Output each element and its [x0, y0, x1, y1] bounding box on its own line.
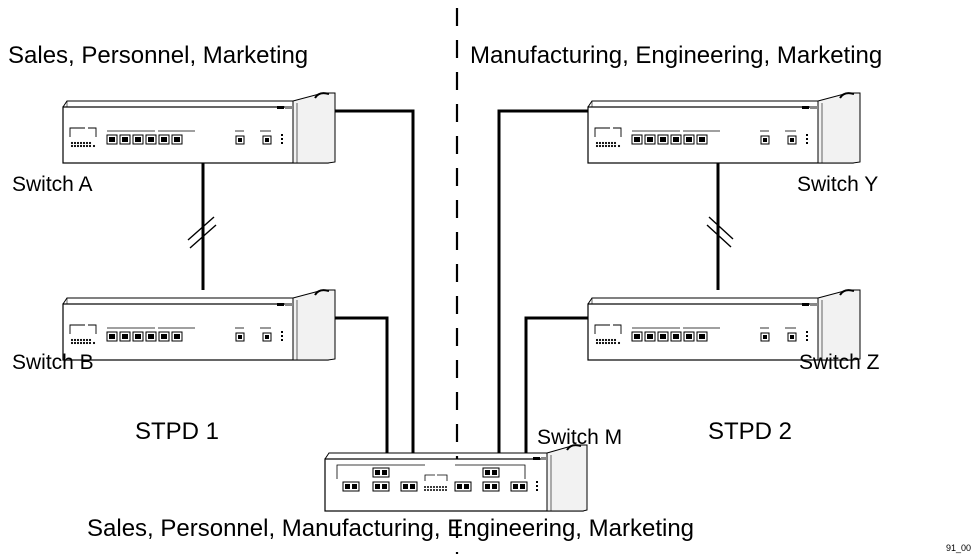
switch-z-device	[588, 290, 860, 360]
switch-m-label: Switch M	[537, 427, 622, 448]
bottom-vlan-label: Sales, Personnel, Manufacturing, Enginee…	[87, 517, 694, 541]
top-left-vlan-label: Sales, Personnel, Marketing	[8, 44, 308, 68]
link-break-marks	[188, 217, 733, 248]
top-right-vlan-label: Manufacturing, Engineering, Marketing	[470, 44, 882, 68]
switch-b-device	[63, 290, 335, 360]
stpd-2-label: STPD 2	[708, 420, 792, 444]
link-b-m	[328, 318, 387, 453]
switch-a-label: Switch A	[12, 174, 93, 195]
switch-z-label: Switch Z	[799, 352, 880, 373]
switch-y-label: Switch Y	[797, 174, 878, 195]
figure-id-label: 91_00	[946, 544, 971, 553]
stpd-1-label: STPD 1	[135, 420, 219, 444]
link-y-m	[499, 111, 588, 453]
switch-a-device	[63, 93, 335, 163]
switch-b-label: Switch B	[12, 352, 94, 373]
link-a-m	[328, 111, 413, 453]
switch-m-device	[325, 445, 587, 511]
switch-y-device	[588, 93, 860, 163]
